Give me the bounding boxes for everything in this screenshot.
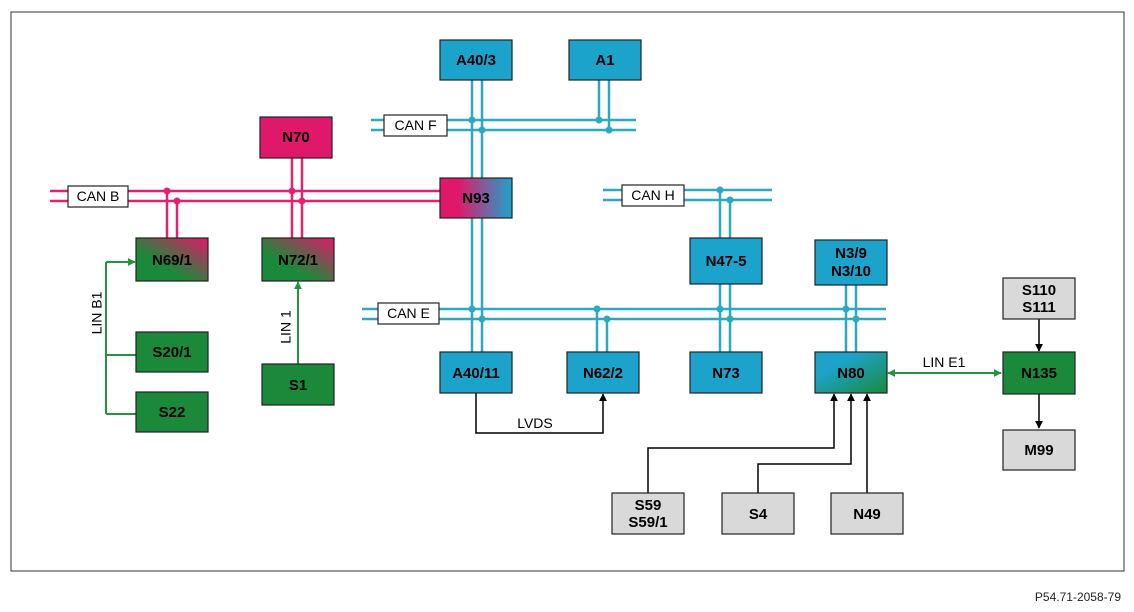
svg-text:CAN E: CAN E xyxy=(387,305,430,321)
svg-text:N80: N80 xyxy=(837,365,865,382)
svg-text:N73: N73 xyxy=(712,365,740,382)
module-a40-3: A40/3 xyxy=(439,39,513,81)
lvds-label: LVDS xyxy=(517,415,553,431)
lvds-link xyxy=(475,393,607,434)
svg-text:N72/1: N72/1 xyxy=(278,252,318,269)
svg-text:S59: S59 xyxy=(635,497,662,514)
module-n135: N135 xyxy=(1002,351,1076,395)
svg-text:N70: N70 xyxy=(282,129,310,146)
bus-label-can-h: CAN H xyxy=(621,184,685,207)
bus-label-can-f: CAN F xyxy=(383,114,448,137)
svg-text:A40/11: A40/11 xyxy=(452,365,500,382)
lin-1-label: LIN 1 xyxy=(278,310,294,344)
module-s4: S4 xyxy=(721,492,795,535)
module-n72-1: N72/1 xyxy=(261,237,335,282)
module-n93: N93 xyxy=(439,177,513,219)
can-e-nodes xyxy=(468,305,860,323)
bus-label-can-e: CAN E xyxy=(377,302,440,325)
lin-b1-link xyxy=(105,258,136,415)
svg-text:S111: S111 xyxy=(1022,299,1055,316)
svg-text:S20/1: S20/1 xyxy=(152,344,191,361)
svg-text:A1: A1 xyxy=(595,52,614,69)
svg-text:S4: S4 xyxy=(749,506,768,523)
module-a40-11: A40/11 xyxy=(439,351,513,394)
can-h-nodes xyxy=(716,186,734,204)
diagram-frame xyxy=(10,11,1125,572)
module-n47-5: N47-5 xyxy=(689,237,763,285)
module-s110-s111: S110 S111 xyxy=(1002,277,1076,320)
module-a1: A1 xyxy=(568,39,642,81)
svg-text:N62/2: N62/2 xyxy=(583,365,623,382)
module-n70: N70 xyxy=(259,116,333,159)
svg-text:S59/1: S59/1 xyxy=(628,514,667,531)
svg-text:N3/9: N3/9 xyxy=(835,245,867,262)
s4-to-n80-wire xyxy=(757,393,855,493)
svg-text:N69/1: N69/1 xyxy=(152,252,192,269)
svg-text:CAN F: CAN F xyxy=(395,117,437,133)
svg-text:S22: S22 xyxy=(159,404,186,421)
module-n3-9-n3-10: N3/9 N3/10 xyxy=(814,239,888,286)
lin-b1-label: LIN B1 xyxy=(89,291,105,334)
can-f-nodes xyxy=(468,116,613,134)
module-s20-1: S20/1 xyxy=(135,331,209,373)
svg-text:N93: N93 xyxy=(462,190,490,207)
bus-label-can-b: CAN B xyxy=(67,185,129,208)
svg-text:S110: S110 xyxy=(1022,282,1056,299)
module-s59-s59-1: S59 S59/1 xyxy=(611,492,685,535)
svg-text:M99: M99 xyxy=(1024,442,1053,459)
can-e-bus xyxy=(362,218,886,352)
s59-to-n80-wire xyxy=(647,393,838,493)
svg-text:CAN B: CAN B xyxy=(77,188,120,204)
module-n69-1: N69/1 xyxy=(135,237,209,282)
module-n73: N73 xyxy=(689,351,763,394)
reference-number: P54.71-2058-79 xyxy=(1035,590,1121,604)
svg-text:S1: S1 xyxy=(289,377,307,394)
svg-text:N135: N135 xyxy=(1021,365,1057,382)
module-n62-2: N62/2 xyxy=(566,351,640,394)
svg-text:N49: N49 xyxy=(853,506,881,523)
module-n80: N80 xyxy=(814,351,888,394)
svg-text:N47-5: N47-5 xyxy=(706,253,747,270)
svg-text:N3/10: N3/10 xyxy=(831,263,871,280)
can-b-nodes xyxy=(163,187,306,205)
module-s22: S22 xyxy=(135,391,209,433)
svg-text:A40/3: A40/3 xyxy=(456,52,496,69)
module-s1: S1 xyxy=(261,363,335,406)
module-m99: M99 xyxy=(1002,429,1076,471)
svg-text:CAN H: CAN H xyxy=(631,187,675,203)
module-n49: N49 xyxy=(830,492,904,535)
lin-e1-label: LIN E1 xyxy=(923,354,966,370)
